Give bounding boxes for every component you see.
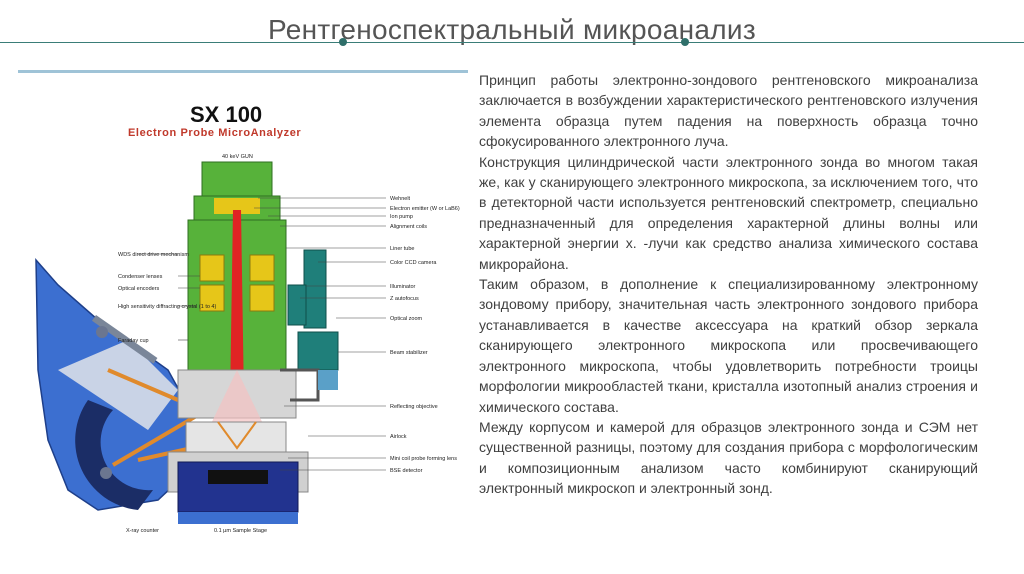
callout-label: Z autofocus [390,296,419,302]
callout-label: Alignment coils [390,224,427,230]
callout-label: Beam stabilizer [390,350,428,356]
optical-encoder [96,326,108,338]
callout-label: Optical zoom [390,316,423,322]
callout-label: Optical encoders [118,286,160,292]
callout-label: WDS direct drive mechanism [118,252,189,258]
figure-subtitle: Electron Probe MicroAnalyzer [128,127,301,139]
paragraph-comparison: Между корпусом и камерой для образцов эл… [479,417,978,499]
figure-top-border [18,70,468,73]
callout-label: Electron emitter (W or LaB6) [390,206,460,212]
callout-label: Color CCD camera [390,260,437,266]
sx100-diagram: SX 100 Electron Probe MicroAnalyzer 40 k… [18,70,468,566]
callout-label: Ion pump [390,214,413,220]
underline-dot-left [339,38,347,46]
condenser-lens-left [200,255,224,281]
callout-label: Mini coil probe forming lens [390,456,457,462]
condenser-lens-right [250,255,274,281]
title-underline [0,42,1024,43]
optical-zoom [298,332,338,370]
gun-housing [202,162,272,196]
stage-base [178,512,298,524]
callout-label: Reflecting objective [390,404,438,410]
gun-label: 40 keV GUN [222,154,253,160]
callout-label: Liner tube [390,246,414,252]
callout-label: Faraday cup [118,338,149,344]
figure-model: SX 100 [190,102,262,127]
callout-label: Wehnelt [390,196,411,202]
label-sample-stage: 0.1 µm Sample Stage [214,528,267,534]
callout-label: BSE detector [390,468,423,474]
condenser-lens-right-2 [250,285,274,311]
callout-label: Airlock [390,434,407,440]
sample-holder [208,470,268,484]
paragraph-accessory: Таким образом, в дополнение к специализи… [479,274,978,417]
xray-counter-body [100,467,112,479]
illuminator [288,285,306,325]
beam-stabilizer [318,370,338,390]
label-xray-counter: X-ray counter [126,528,159,534]
sample-stage [178,462,298,512]
sx100-schematic: SX 100 Electron Probe MicroAnalyzer 40 k… [18,70,468,566]
underline-dot-right [681,38,689,46]
paragraph-principle: Принцип работы электронно-зондового рент… [479,70,978,152]
paragraph-construction: Конструкция цилиндрической части электро… [479,152,978,274]
callout-label: Condenser lenses [118,274,163,280]
body-text: Принцип работы электронно-зондового рент… [479,70,978,499]
callout-label: High sensitivity diffracting crystal (1 … [118,304,216,310]
callout-label: Illuminator [390,284,416,290]
